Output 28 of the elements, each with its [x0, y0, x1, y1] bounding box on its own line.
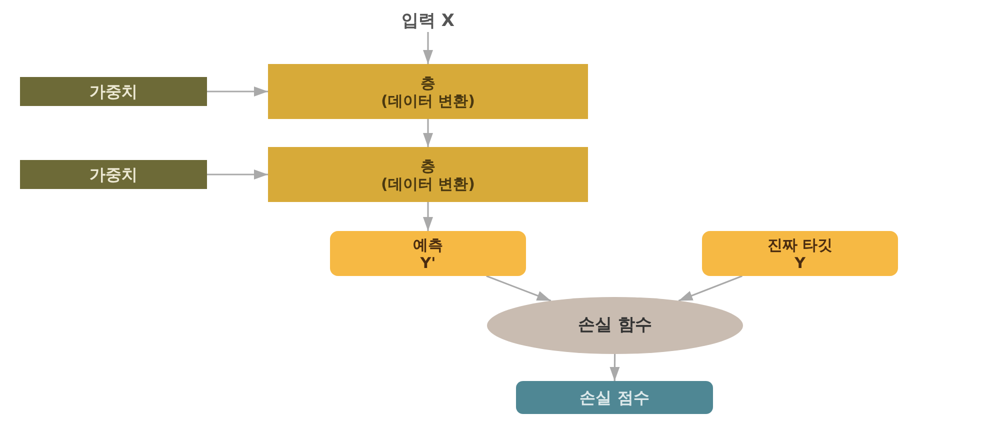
- node-label: 예측: [413, 236, 443, 254]
- arrow: [486, 275, 552, 302]
- weight-box: [20, 77, 207, 106]
- node-label: 진짜 타깃: [767, 236, 833, 254]
- arrow: [207, 86, 268, 96]
- node-label: Y: [794, 254, 806, 272]
- node-label: 층: [420, 74, 436, 92]
- arrow: [610, 354, 620, 381]
- node-label: 손실 함수: [578, 315, 652, 336]
- layer-box: [268, 147, 588, 202]
- score-box: [516, 381, 713, 414]
- node-label: 층: [420, 156, 436, 174]
- arrow: [423, 32, 433, 64]
- weight-box: [20, 160, 207, 189]
- output-box: [330, 231, 526, 276]
- node-label: Y': [420, 254, 436, 272]
- arrow: [423, 119, 433, 147]
- arrow: [207, 170, 268, 180]
- node-label: (데이터 변환): [381, 92, 475, 110]
- input-label: 입력 X: [401, 9, 455, 32]
- layer-box: [268, 64, 588, 119]
- node-label: (데이터 변환): [381, 174, 475, 192]
- node-label: 가중치: [90, 164, 138, 184]
- output-box: [702, 231, 898, 276]
- arrow: [678, 275, 742, 302]
- node-label: 손실 점수: [580, 388, 650, 408]
- node-label: 가중치: [90, 82, 138, 102]
- arrow: [423, 202, 433, 231]
